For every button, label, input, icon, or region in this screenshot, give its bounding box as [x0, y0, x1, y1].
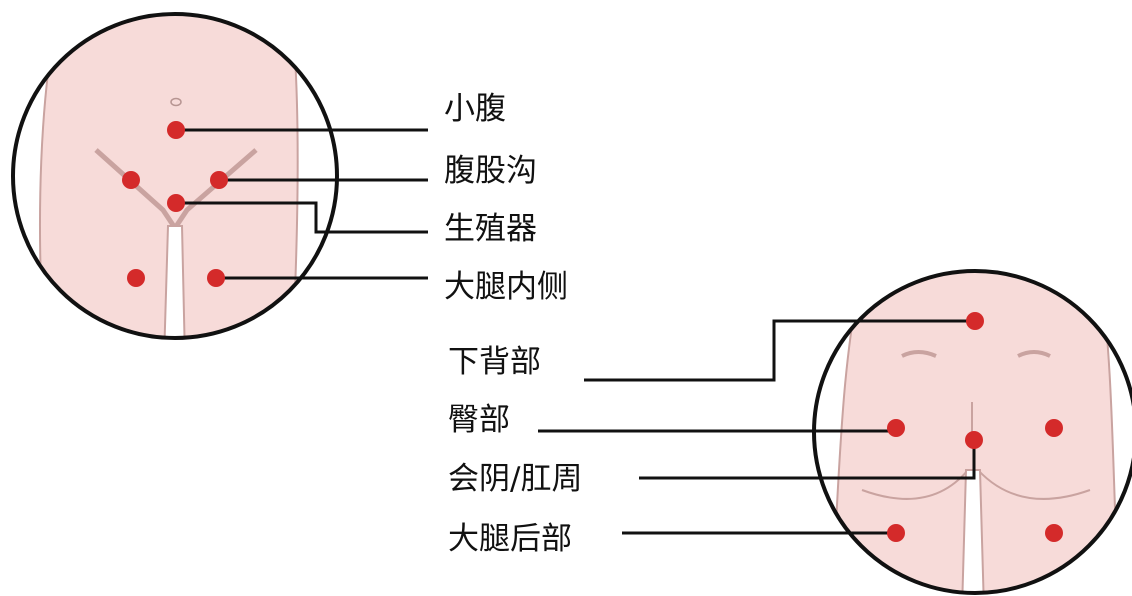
- label-buttocks: 臀部: [448, 402, 510, 438]
- label-inner-thigh: 大腿内侧: [444, 269, 568, 305]
- front-view-border: [11, 12, 339, 340]
- marker-groin-right: [210, 171, 228, 189]
- marker-buttocks-left: [887, 419, 905, 437]
- marker-groin-left: [122, 171, 140, 189]
- marker-genitals: [167, 194, 185, 212]
- marker-inner-thigh-right: [207, 269, 225, 287]
- marker-inner-thigh-left: [127, 269, 145, 287]
- right-dimple: [1017, 350, 1051, 358]
- left-dimple: [901, 350, 937, 358]
- marker-lower-back: [966, 312, 984, 330]
- leader-genitals: [176, 201, 428, 234]
- marker-back-thigh-left: [887, 524, 905, 542]
- front-view: [11, 12, 339, 340]
- label-lower-back: 下背部: [448, 344, 541, 380]
- front-torso-skin: [39, 13, 299, 339]
- label-genitals: 生殖器: [444, 211, 537, 247]
- label-perineum-perianal: 会阴/肛周: [448, 461, 583, 497]
- navel: [170, 97, 182, 107]
- label-lower-abdomen: 小腹: [444, 91, 506, 127]
- leader-lower-back: [584, 319, 975, 382]
- label-back-thigh: 大腿后部: [448, 521, 572, 557]
- back-leg-gap: [960, 469, 986, 594]
- marker-lower-abdomen: [167, 121, 185, 139]
- right-gluteal-fold: [977, 469, 1091, 500]
- front-leg-gap: [162, 225, 187, 339]
- marker-back-thigh-right: [1045, 524, 1063, 542]
- marker-perineum: [965, 431, 983, 449]
- marker-buttocks-right: [1045, 419, 1063, 437]
- label-groin: 腹股沟: [444, 153, 537, 189]
- leader-perineum: [639, 440, 976, 480]
